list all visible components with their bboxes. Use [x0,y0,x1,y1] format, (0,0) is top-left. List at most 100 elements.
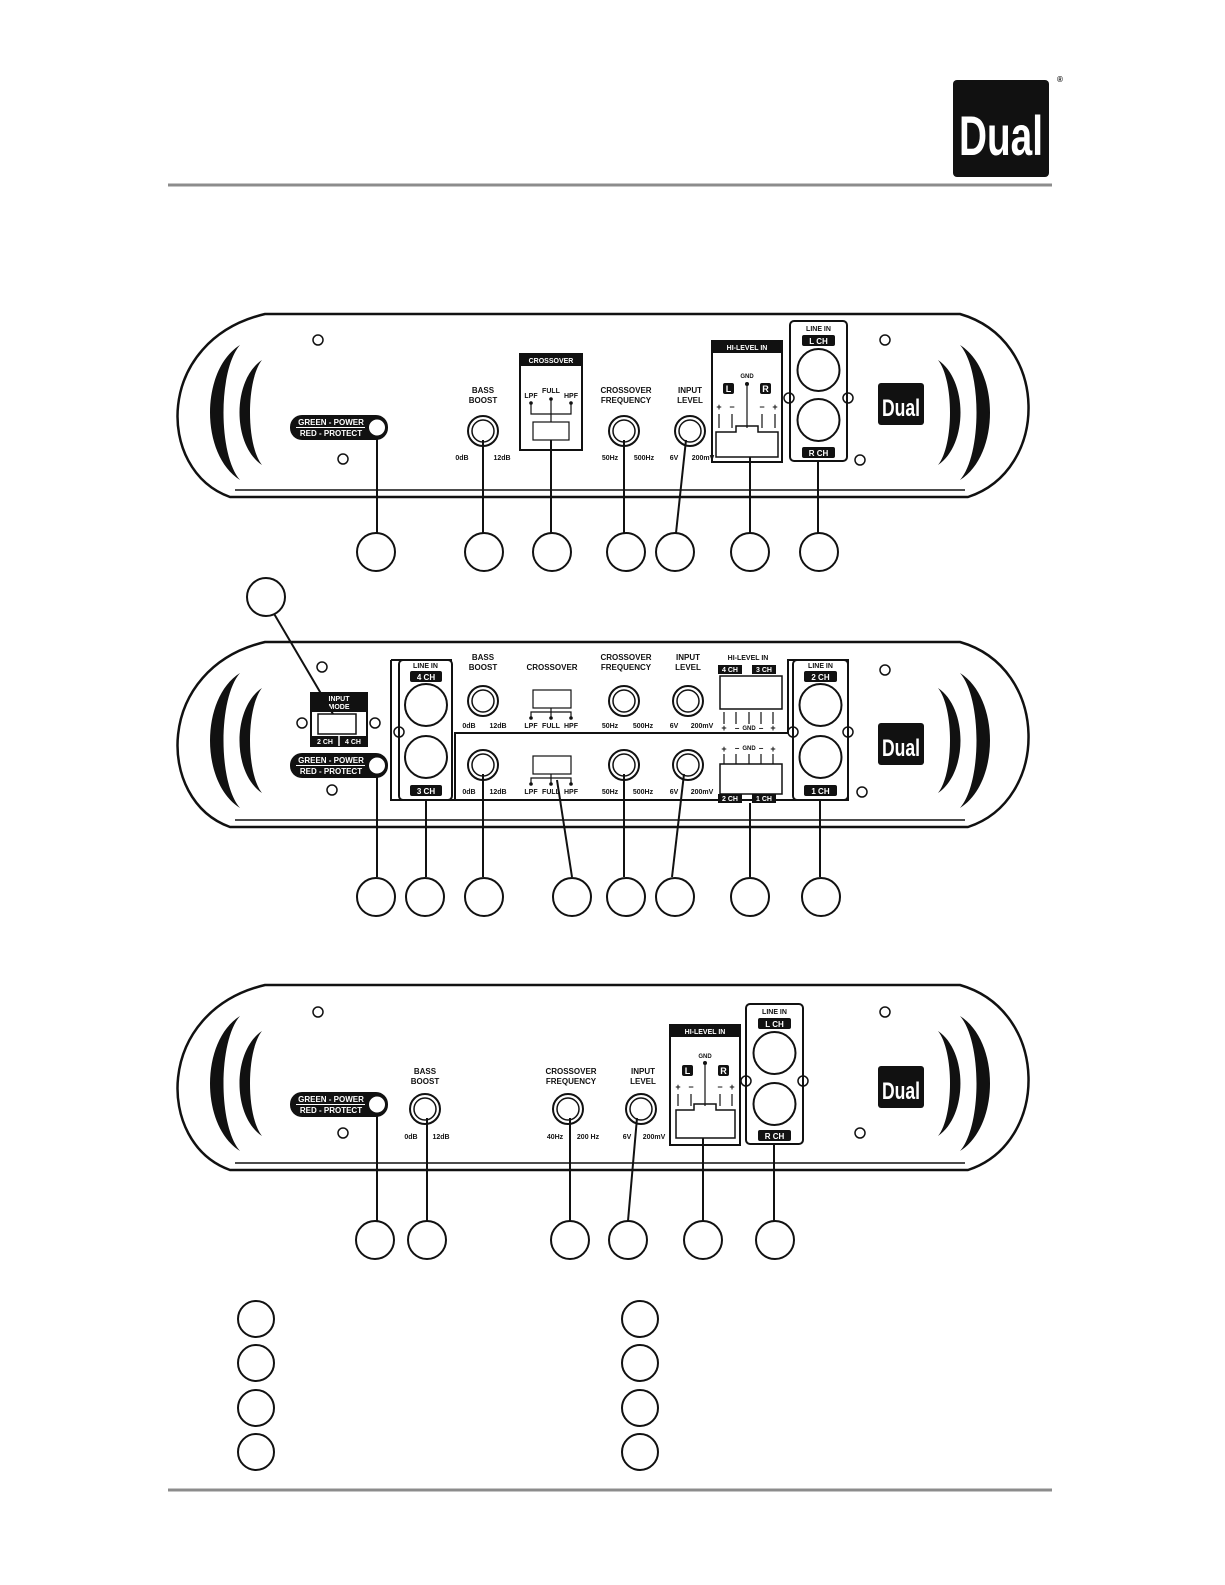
grille-left-icon [210,1016,262,1151]
panel-logo-text: Dual [882,1078,920,1105]
panel-logo-text: Dual [882,735,920,762]
bass-boost-min: 0dB [404,1134,417,1141]
registered-mark: ® [1057,75,1063,84]
crossover-frequency-max: 200 Hz [577,1134,600,1141]
hi-level-gnd-label: GND [740,374,754,380]
input-level-title: INPUT [678,386,702,395]
panel-1: GREEN - POWER RED - PROTECT BASS BOOST 0… [176,312,1030,499]
line-in-2ch-label: 2 CH [811,673,829,682]
callout-marker [730,877,770,917]
callout-marker [355,1220,395,1260]
input-level-min: 6V [623,1134,632,1141]
crossover-frequency-control[interactable]: CROSSOVER FREQUENCY 40Hz 200 Hz [545,1067,599,1141]
crossover-lpf-label: LPF [524,393,538,400]
input-level-lower-knob[interactable] [672,749,704,781]
input-level-max: 200mV [643,1134,666,1141]
screw-icon [296,717,308,729]
screw-icon [316,661,328,673]
legend-marker [237,1433,275,1471]
crossover-frequency-knob[interactable] [552,1093,584,1125]
hi-level-plus: + [770,723,775,733]
input-level-upper-knob[interactable] [672,685,704,717]
hi-level-minus: − [688,1082,693,1092]
hi-level-input[interactable]: HI-LEVEL IN GND L R + − − + [669,1024,741,1146]
hi-level-plus: + [716,402,721,412]
bass-boost-max: 12dB [432,1134,449,1141]
hi-level-input-lower[interactable]: + − GND − + 2 CH 1 CH [718,744,783,803]
rca-jack-3ch[interactable] [404,735,448,779]
hi-level-input-upper[interactable]: HI-LEVEL IN 4 CH 3 CH + − GND − + [718,655,783,733]
crossover-frequency-control[interactable]: CROSSOVER FREQUENCY 50Hz 500Hz [600,386,654,462]
line-in-top-label: L CH [809,337,828,346]
callout-marker [730,532,770,572]
input-level-upper[interactable]: 6V 200mV [670,685,714,730]
rca-jack-4ch[interactable] [404,683,448,727]
hi-level-gnd-label: GND [742,726,756,732]
rca-jack-right[interactable] [796,398,841,442]
line-in-jacks[interactable]: LINE IN L CH R CH [783,320,854,462]
crossover-switch[interactable]: CROSSOVER LPF FULL HPF [519,353,583,451]
screw-icon [312,334,324,346]
bass-boost-lower[interactable]: 0dB 12dB [462,749,507,796]
screw-icon [879,1006,891,1018]
crossover-title: CROSSOVER [529,358,574,365]
rca-jack-1ch[interactable] [798,735,843,779]
line-in-jacks[interactable]: LINE IN L CH R CH [740,1003,809,1145]
callout-marker [356,877,396,917]
input-level-title-2: LEVEL [675,663,701,672]
bass-boost-control[interactable]: BASS BOOST 0dB 12dB [404,1067,449,1141]
crossover-frequency-min: 50Hz [602,455,619,462]
crossover-frequency-title-2: FREQUENCY [601,396,652,405]
crossover-switch-lower[interactable]: LPF FULL HPF [524,755,579,796]
crossover-frequency-upper[interactable]: 50Hz 500Hz [602,685,654,730]
input-mode-2ch-label: 2 CH [317,739,333,746]
rca-jack-right[interactable] [752,1082,797,1126]
input-mode-switch[interactable]: INPUT MODE 2 CH 4 CH [310,692,368,747]
hi-level-minus: − [735,744,740,753]
crossover-lpf-label: LPF [524,723,538,730]
rca-jack-left[interactable] [796,348,841,392]
callout-marker [464,532,504,572]
input-level-title-2: LEVEL [630,1077,656,1086]
hi-level-in-title: HI-LEVEL IN [727,345,768,352]
crossover-frequency-upper-knob[interactable] [608,685,640,717]
callout-marker [356,532,396,572]
line-in-left-jacks[interactable]: LINE IN 4 CH 3 CH [393,659,453,801]
line-in-bottom-label: R CH [809,449,829,458]
logo-text: Dual [959,104,1043,167]
grille-right-icon [938,673,990,808]
input-level-control[interactable]: INPUT LEVEL 6V 200mV [670,386,715,462]
bass-boost-title: BASS [414,1067,437,1076]
crossover-full-label: FULL [542,789,561,796]
rca-jack-2ch[interactable] [798,683,843,727]
callout-circles-panel-2 [246,577,841,917]
line-in-right-jacks[interactable]: LINE IN 2 CH 1 CH [787,659,854,801]
callout-lines-panel-2 [272,611,821,878]
bass-boost-upper[interactable]: 0dB 12dB [462,685,507,730]
bass-boost-max: 12dB [489,789,506,796]
callout-marker [550,1220,590,1260]
crossover-switch-upper[interactable]: LPF FULL HPF [524,689,579,730]
hi-level-right-label: R [720,1066,727,1076]
protect-led-label: RED - PROTECT [300,429,362,438]
input-level-knob[interactable] [625,1093,657,1125]
line-in-title: LINE IN [762,1009,787,1016]
bass-boost-upper-knob[interactable] [467,685,499,717]
input-level-lower[interactable]: 6V 200mV [670,749,714,796]
callout-marker [532,532,572,572]
input-level-control[interactable]: INPUT LEVEL 6V 200mV [623,1067,666,1141]
input-level-min: 6V [670,789,679,796]
legend-marker [621,1300,659,1338]
hi-level-input[interactable]: HI-LEVEL IN GND L R + − − + [711,340,783,463]
bass-boost-max: 12dB [489,723,506,730]
legend-marker [621,1433,659,1471]
callout-marker [464,877,504,917]
hi-level-left-label: L [726,384,732,394]
hi-level-1ch-label: 1 CH [756,796,772,803]
rca-jack-left[interactable] [752,1031,797,1075]
legend-marker [237,1300,275,1338]
crossover-frequency-max: 500Hz [633,723,654,730]
bass-boost-knob[interactable] [409,1093,441,1125]
crossover-frequency-lower[interactable]: 50Hz 500Hz [602,749,654,796]
input-level-knob[interactable] [674,415,706,447]
